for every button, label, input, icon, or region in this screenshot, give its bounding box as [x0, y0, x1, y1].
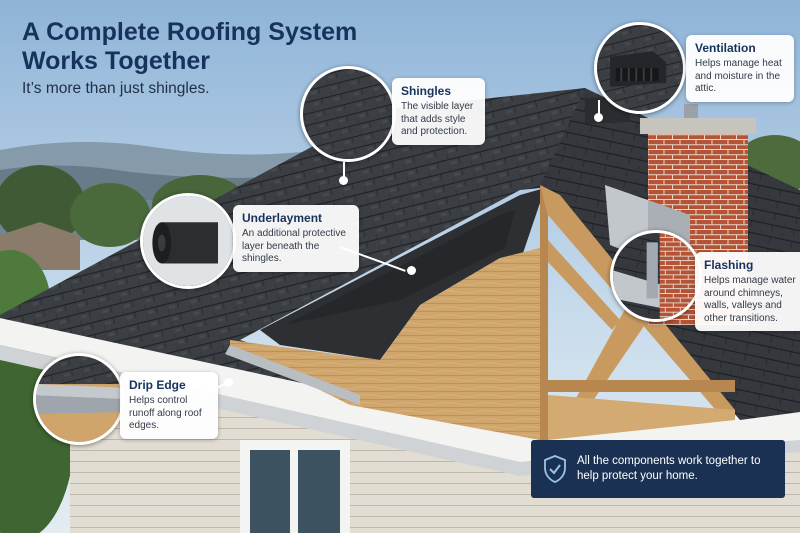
page-subtitle: It’s more than just shingles. [22, 80, 210, 97]
drip-edge-callout-title: Drip Edge [129, 378, 186, 392]
shingles-detail-image [300, 66, 396, 162]
page-title: A Complete Roofing System Works Together [22, 18, 358, 75]
flashing-callout-title: Flashing [704, 258, 754, 272]
summary-text: All the components work together to help… [577, 455, 761, 482]
shingles-callout-title: Shingles [401, 84, 452, 98]
underlayment-pointer-dot [407, 266, 416, 275]
ventilation-callout: Ventilation Helps manage heat and moistu… [686, 35, 794, 102]
underlayment-detail-image [140, 193, 236, 289]
flashing-callout: Flashing Helps manage water around chimn… [695, 252, 800, 331]
drip-edge-callout-text: Helps control runoff along roof edges. [129, 395, 202, 431]
drip-edge-detail-image [33, 353, 125, 445]
underlayment-callout-title: Underlayment [242, 211, 323, 225]
underlayment-callout-text: An additional protective layer beneath t… [242, 228, 346, 264]
ventilation-callout-title: Ventilation [695, 41, 756, 55]
ventilation-pointer-dot [594, 113, 603, 122]
shingles-callout-text: The visible layer that adds style and pr… [401, 101, 474, 137]
shingles-pointer-dot [339, 176, 348, 185]
flashing-detail-image [610, 230, 702, 322]
underlayment-callout: Underlayment An additional protective la… [233, 205, 359, 272]
summary-banner: All the components work together to help… [531, 440, 785, 498]
shield-check-icon [544, 455, 566, 483]
flashing-callout-text: Helps manage water around chimneys, wall… [704, 275, 796, 324]
shingles-pointer [343, 162, 345, 180]
ventilation-detail-image [594, 22, 686, 114]
ventilation-pointer [598, 100, 600, 116]
drip-edge-pointer-dot [224, 378, 233, 387]
shingles-callout: Shingles The visible layer that adds sty… [392, 78, 485, 145]
ventilation-callout-text: Helps manage heat and moisture in the at… [695, 58, 782, 94]
drip-edge-callout: Drip Edge Helps control runoff along roo… [120, 372, 218, 439]
